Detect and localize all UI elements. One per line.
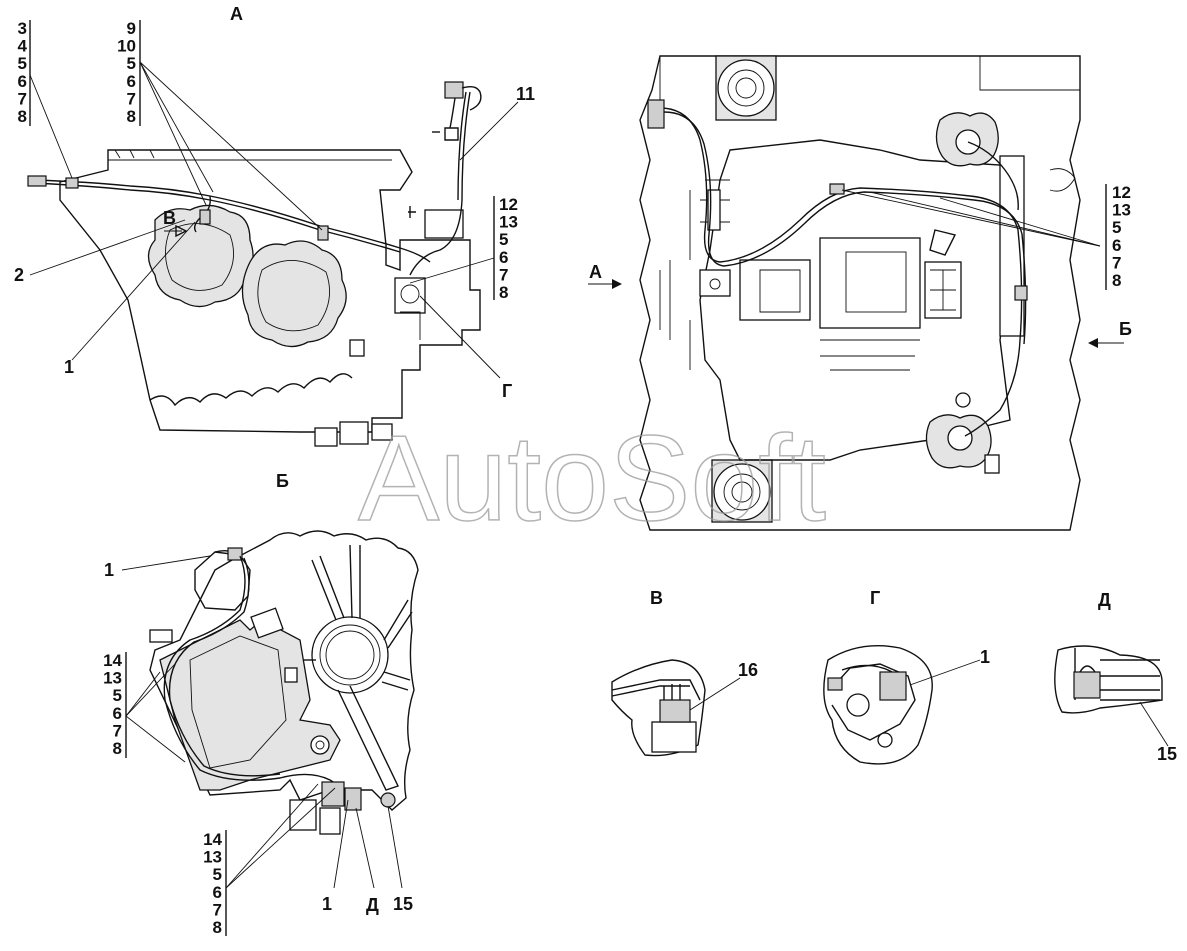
stack-top-right-item: 12	[1112, 183, 1131, 202]
stack-bottom-left-low-item: 5	[213, 865, 222, 884]
stack-top-left-1-item: 7	[18, 89, 27, 108]
callout-16: 16	[738, 660, 758, 680]
stack-top-left-right-item: 13	[499, 213, 518, 232]
callout-g: Г	[502, 381, 512, 401]
view-label-a: А	[230, 4, 243, 24]
stack-top-left-right-item: 8	[499, 283, 508, 302]
stack-top-right-item: 8	[1112, 271, 1121, 290]
callout-d: Д	[366, 895, 379, 915]
detail-v-drawing	[611, 659, 741, 757]
stack-bottom-left-mid-item: 7	[113, 721, 122, 740]
stack-top-left-1-item: 6	[18, 72, 27, 91]
stack-bottom-left-low-item: 13	[203, 848, 222, 867]
view-a-drawing	[27, 81, 482, 447]
view-b-leaders	[121, 555, 403, 889]
stack-top-right-item: 7	[1112, 253, 1121, 272]
callout-15-view-b: 15	[393, 894, 413, 914]
callout-b-arrow: Б	[1119, 319, 1132, 339]
callout-1-view-b-top: 1	[104, 560, 114, 580]
callout-1-view-a: 1	[64, 357, 74, 377]
callout-2: 2	[14, 265, 24, 285]
stack-top-left-right-item: 5	[499, 230, 508, 249]
view-label-g: Г	[870, 588, 880, 608]
callout-v-arrow: В	[163, 208, 176, 228]
stack-bottom-left-low-item: 8	[213, 918, 222, 937]
view-label-d: Д	[1098, 590, 1111, 610]
stack-top-right-item: 6	[1112, 236, 1121, 255]
stack-top-left-1-item: 4	[18, 37, 28, 56]
view-label-b: Б	[276, 471, 289, 491]
stack-top-right-item: 5	[1112, 218, 1121, 237]
stack-top-left-2-item: 9	[127, 19, 136, 38]
stack-top-left-2-item: 7	[127, 89, 136, 108]
labels: А Б В Г Д 11 2 1 В Г А Б 1 1 Д 15 16 1 1…	[14, 4, 1177, 915]
stack-brackets	[29, 20, 1107, 936]
stack-top-left-2-item: 6	[127, 72, 136, 91]
stack-top-left-2-item: 5	[127, 54, 136, 73]
callout-a-arrow: А	[589, 262, 602, 282]
view-b-drawing	[149, 530, 419, 835]
stack-bottom-left-mid-item: 13	[103, 669, 122, 688]
stack-top-right-item: 13	[1112, 201, 1131, 220]
view-top-right-leaders	[588, 189, 1124, 348]
stack-top-left-1-item: 3	[18, 19, 27, 38]
view-label-v: В	[650, 588, 663, 608]
detail-d-drawing	[1054, 645, 1169, 747]
stack-bottom-left-low-item: 7	[213, 900, 222, 919]
watermark: AutoSoft	[358, 410, 826, 546]
stack-top-left-1-item: 8	[18, 107, 27, 126]
callout-1-view-b-bottom: 1	[322, 894, 332, 914]
stack-top-left-right-item: 6	[499, 248, 508, 267]
stack-top-left-right-item: 12	[499, 195, 518, 214]
stack-top-left-2-item: 8	[127, 107, 136, 126]
view-top-right-drawing	[639, 55, 1081, 531]
stack-bottom-left-mid-item: 8	[113, 739, 122, 758]
stack-bottom-left-low-item: 14	[203, 830, 222, 849]
stack-top-left-right-item: 7	[499, 265, 508, 284]
stack-bottom-left-mid-item: 14	[103, 651, 122, 670]
stack-bottom-left-mid-item: 6	[113, 704, 122, 723]
detail-g-drawing	[823, 645, 981, 765]
view-a-leaders	[29, 61, 519, 379]
stack-bottom-left-mid-item: 5	[113, 686, 122, 705]
stack-bottom-left-low-item: 6	[213, 883, 222, 902]
label-stacks: 3456789105678121356781213567814135678141…	[18, 19, 1131, 937]
callout-1-detail-g: 1	[980, 647, 990, 667]
stack-top-left-2-item: 10	[117, 37, 136, 56]
stack-top-left-1-item: 5	[18, 54, 27, 73]
callout-15-detail-d: 15	[1157, 744, 1177, 764]
callout-11: 11	[516, 84, 535, 104]
